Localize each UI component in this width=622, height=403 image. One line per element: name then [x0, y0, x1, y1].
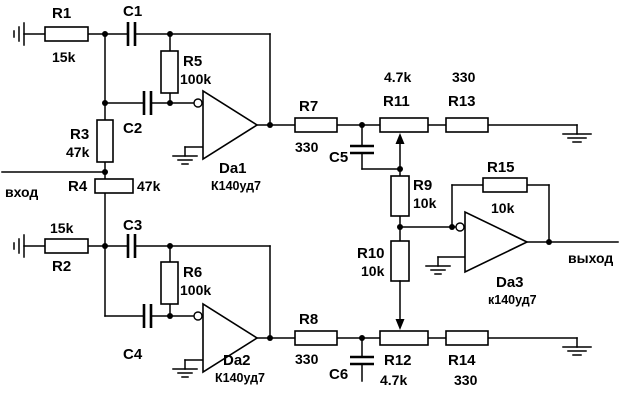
- potentiometer-R11-value: 4.7k: [384, 69, 411, 85]
- capacitor-C6-label: C6: [329, 366, 348, 383]
- resistor-R14: R14 330: [445, 330, 489, 388]
- opamp-Da2-part: К140уд7: [215, 371, 265, 385]
- resistor-R15: R15 10k: [482, 159, 528, 216]
- opamp-Da3-part: к140уд7: [488, 293, 537, 307]
- ground-icon-right-top: [562, 124, 592, 143]
- resistor-R3-value: 47k: [66, 144, 90, 160]
- resistor-R9-value: 10k: [413, 195, 437, 211]
- resistor-R7-value: 330: [295, 139, 319, 155]
- potentiometer-R12: R12 4.7k: [379, 280, 429, 388]
- opamp-Da3: Da3 к140уд7: [455, 210, 537, 307]
- capacitor-C2-label: C2: [123, 120, 142, 137]
- junction-dots: [102, 31, 552, 341]
- opamp-Da1-label: Da1: [219, 160, 247, 177]
- resistor-R10: R10 10k: [357, 240, 410, 282]
- capacitor-C4-label: C4: [123, 346, 143, 363]
- resistor-R14-value: 330: [454, 372, 478, 388]
- resistor-R10-value: 10k: [361, 263, 385, 279]
- ground-icon-da2: [172, 359, 204, 378]
- wiper-arrow-R11: [395, 133, 405, 144]
- resistor-R6-label: R6: [183, 264, 202, 281]
- opamp-Da3-label: Da3: [496, 274, 524, 291]
- opamp-Da1-part: К140уд7: [211, 179, 261, 193]
- resistor-R9-label: R9: [413, 177, 432, 194]
- resistor-R10-label: R10: [357, 245, 385, 262]
- opamp-Da2-label: Da2: [223, 352, 251, 369]
- opamp-Da2: Da2 К140уд7: [193, 302, 265, 385]
- capacitor-C2: C2: [123, 91, 153, 137]
- resistor-R5: R5 100k: [160, 50, 211, 94]
- input-label: вход: [5, 184, 38, 200]
- ground-icon-right-bottom: [562, 337, 592, 356]
- inverting-input-circle-Da2: [193, 311, 203, 321]
- wires: [1, 33, 619, 382]
- ground-icon-da1: [172, 146, 204, 165]
- capacitor-C4: C4: [123, 304, 153, 363]
- resistor-R4-label: R4: [68, 178, 88, 195]
- ground-icon-top-left: [13, 22, 46, 46]
- potentiometer-R12-value: 4.7k: [380, 372, 407, 388]
- resistor-R7: R7 330: [294, 98, 338, 155]
- capacitor-C5-label: C5: [329, 149, 348, 166]
- resistor-R8-label: R8: [299, 311, 318, 328]
- ground-icon-da3: [425, 256, 466, 275]
- resistor-R1: R1 15k: [44, 5, 89, 65]
- potentiometer-R12-label: R12: [384, 352, 412, 369]
- potentiometer-R11-label: R11: [383, 93, 410, 110]
- resistor-R5-value: 100k: [180, 71, 211, 87]
- capacitor-C1: C1: [123, 3, 142, 46]
- resistor-R5-label: R5: [183, 53, 202, 70]
- capacitor-C5: C5: [329, 144, 374, 166]
- capacitor-C6: C6: [329, 355, 374, 383]
- resistor-R2-label: R2: [52, 258, 71, 275]
- resistor-R13: 330 R13: [445, 69, 489, 133]
- resistor-R3-label: R3: [70, 126, 89, 143]
- resistor-R9: R9 10k: [390, 175, 437, 217]
- inverting-input-circle-Da3: [455, 222, 465, 232]
- inverting-input-circle-Da1: [193, 98, 203, 108]
- resistor-R13-label: R13: [448, 93, 476, 110]
- resistor-R7-label: R7: [299, 98, 318, 115]
- resistor-R8-value: 330: [295, 351, 319, 367]
- opamp-Da1: Da1 К140уд7: [193, 89, 261, 193]
- resistor-R1-value: 15k: [52, 49, 76, 65]
- resistor-R2-value: 15k: [50, 220, 74, 236]
- resistor-R15-value: 10k: [491, 200, 515, 216]
- capacitor-C1-label: C1: [123, 3, 142, 20]
- output-label: выход: [568, 250, 613, 266]
- resistor-R13-value: 330: [452, 69, 476, 85]
- capacitor-C3-label: C3: [123, 217, 142, 234]
- resistor-R6: R6 100k: [160, 261, 211, 305]
- resistor-R3: R3 47k: [66, 119, 114, 163]
- resistor-R8: R8 330: [294, 311, 338, 367]
- resistor-R6-value: 100k: [180, 282, 211, 298]
- resistor-R4: R4 47k: [68, 178, 161, 195]
- potentiometer-R11: 4.7k R11: [379, 69, 429, 170]
- resistor-R4-value: 47k: [137, 178, 161, 194]
- wiper-arrow-R12: [395, 319, 405, 330]
- resistor-R15-label: R15: [487, 159, 515, 176]
- capacitor-C3: C3: [123, 217, 142, 258]
- resistor-R2: 15k R2: [44, 220, 89, 275]
- resistor-R14-label: R14: [448, 352, 476, 369]
- resistor-R1-label: R1: [52, 5, 71, 22]
- ground-icon-bottom-left: [13, 234, 46, 258]
